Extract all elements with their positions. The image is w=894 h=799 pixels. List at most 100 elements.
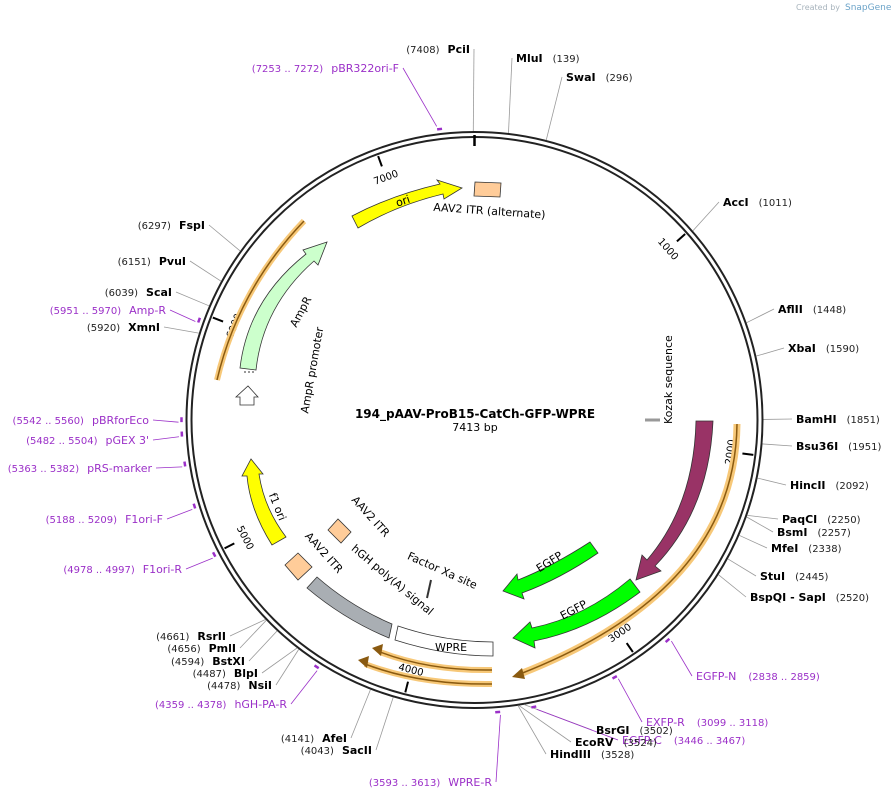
orange-track-bottom-2-inner xyxy=(364,663,493,685)
site-leader-line xyxy=(375,697,394,751)
primer-label: (5363 .. 5382)pRS-marker xyxy=(8,462,153,475)
restriction-site-label: PaqCI(2250) xyxy=(782,513,861,526)
primer-leader-line xyxy=(185,557,213,570)
site-leader-line xyxy=(518,705,572,743)
restriction-site-label: BamHI(1851) xyxy=(796,413,880,426)
feature-kozak-label: Kozak sequence xyxy=(662,335,675,424)
site-leader-line xyxy=(746,516,774,533)
primer-leader-line xyxy=(495,714,501,783)
plasmid-size: 7413 bp xyxy=(452,421,497,434)
feature-factorxa-label: Factor Xa site xyxy=(405,550,479,592)
restriction-site-label: HindIII(3528) xyxy=(550,748,634,761)
feature-aav2-itr-outer-box xyxy=(284,552,313,581)
restriction-site-label: AccI(1011) xyxy=(723,196,792,209)
feature-aav2-itr-inner-box xyxy=(327,518,352,544)
restriction-site-label: SwaI(296) xyxy=(566,71,633,84)
primer-mark xyxy=(436,127,443,131)
primer-mark xyxy=(611,675,618,680)
tick-mark xyxy=(676,233,686,243)
site-leader-line xyxy=(747,514,779,520)
tick-mark xyxy=(212,316,224,323)
feature-f1ori-arrow xyxy=(241,458,287,546)
restriction-site-label: BsrGI(3502) xyxy=(596,724,673,737)
tick-mark xyxy=(625,642,634,653)
feature-aav2-itr-alt-box xyxy=(473,181,502,198)
snapgene-logo: SnapGene xyxy=(845,3,892,13)
primer-leader-line xyxy=(402,67,438,127)
primer-leader-line xyxy=(169,309,196,322)
feature-ampr-arrow xyxy=(239,241,328,371)
orange-track-left xyxy=(214,218,307,381)
primer-label: EGFP-N(2838 .. 2859) xyxy=(696,670,820,683)
primer-leader-line xyxy=(671,640,693,677)
site-leader-line xyxy=(239,620,267,649)
restriction-site-label: (4141)AfeI xyxy=(281,732,347,745)
site-line-group xyxy=(163,48,793,755)
restriction-site-label: (6151)PvuI xyxy=(118,255,186,268)
primer-label: EXFP-R(3099 .. 3118) xyxy=(646,716,768,729)
site-leader-line xyxy=(350,689,371,739)
feature-ampr-label: AmpR xyxy=(287,294,314,329)
primer-mark xyxy=(211,551,217,558)
plasmid-backbone xyxy=(185,131,764,709)
site-leader-line xyxy=(756,347,785,357)
restriction-site-label: (4043)SacII xyxy=(301,744,372,757)
restriction-site-label: (4478)NsiI xyxy=(207,679,272,692)
site-leader-line xyxy=(757,477,787,486)
orange-track-right-inner xyxy=(519,423,738,675)
restriction-site-label: MluI(139) xyxy=(516,52,580,65)
restriction-site-label: (4661)RsrII xyxy=(156,630,226,643)
primer-label: (5951 .. 5970)Amp-R xyxy=(50,304,167,317)
site-leader-line xyxy=(508,57,513,134)
orange-arrowhead-2 xyxy=(358,656,369,668)
feature-aav2-itr-alt-label: AAV2 ITR (alternate) xyxy=(433,201,546,222)
orange-arrowhead-1 xyxy=(372,644,383,656)
site-leader-line xyxy=(692,201,720,232)
tick-label: 7000 xyxy=(372,169,400,188)
tick-mark xyxy=(224,542,235,550)
site-leader-line xyxy=(229,619,266,637)
primer-mark xyxy=(531,705,537,709)
restriction-site-label: (5920)XmnI xyxy=(87,321,160,334)
site-leader-line xyxy=(739,535,768,549)
restriction-site-label: (4487)BlpI xyxy=(193,667,258,680)
primer-mark xyxy=(197,317,202,323)
restriction-site-label: StuI(2445) xyxy=(760,570,828,583)
primer-label: (3593 .. 3613)WPRE-R xyxy=(369,776,492,789)
primer-label: (5188 .. 5209)F1ori-F xyxy=(46,513,163,526)
primer-leader-line xyxy=(617,678,643,723)
feature-ampr-promoter-arrow xyxy=(234,385,259,406)
site-leader-line xyxy=(545,76,563,141)
feature-wpre-label: WPRE xyxy=(435,641,467,654)
primer-leader-line xyxy=(536,708,619,741)
plasmid-name: 194_pAAV-ProB15-CatCh-GFP-WPRE xyxy=(355,407,595,422)
tick-label: 5000 xyxy=(234,524,255,552)
primer-leader-line xyxy=(152,419,179,423)
site-leader-line xyxy=(275,649,300,686)
primer-mark xyxy=(313,664,320,670)
orange-track-left-inner xyxy=(216,220,305,381)
feature-hgh-polya-arc xyxy=(306,576,393,639)
credit-text: Created by xyxy=(796,3,840,12)
primer-mark xyxy=(664,637,671,644)
feature-ori-label: ori xyxy=(394,193,412,210)
restriction-site-label: BspQI - SapI(2520) xyxy=(750,591,869,604)
restriction-site-label: (7408)PciI xyxy=(406,43,470,56)
tick-mark xyxy=(742,452,754,456)
restriction-site-label: (4656)PmlI xyxy=(167,642,236,655)
restriction-site-label: AflII(1448) xyxy=(778,303,846,316)
primer-label: (4978 .. 4997)F1ori-R xyxy=(63,563,182,576)
tick-mark xyxy=(404,681,409,693)
site-leader-line xyxy=(189,260,222,282)
restriction-site-label: BsmI(2257) xyxy=(777,526,851,539)
feature-egfp2-arrow xyxy=(512,578,641,649)
feature-wpre-arc xyxy=(394,625,494,657)
feature-ori-arrow xyxy=(351,179,463,229)
site-leader-line xyxy=(718,574,747,598)
site-label-group: (7408)PciI MluI(139) SwaI(296) AccI(1011) Af… xyxy=(87,43,882,761)
feature-aav2-itr-inner-label: AAV2 ITR xyxy=(349,494,393,540)
site-leader-line xyxy=(163,326,199,334)
primer-mark xyxy=(192,503,197,509)
feature-egfp1-arrow xyxy=(502,541,599,600)
